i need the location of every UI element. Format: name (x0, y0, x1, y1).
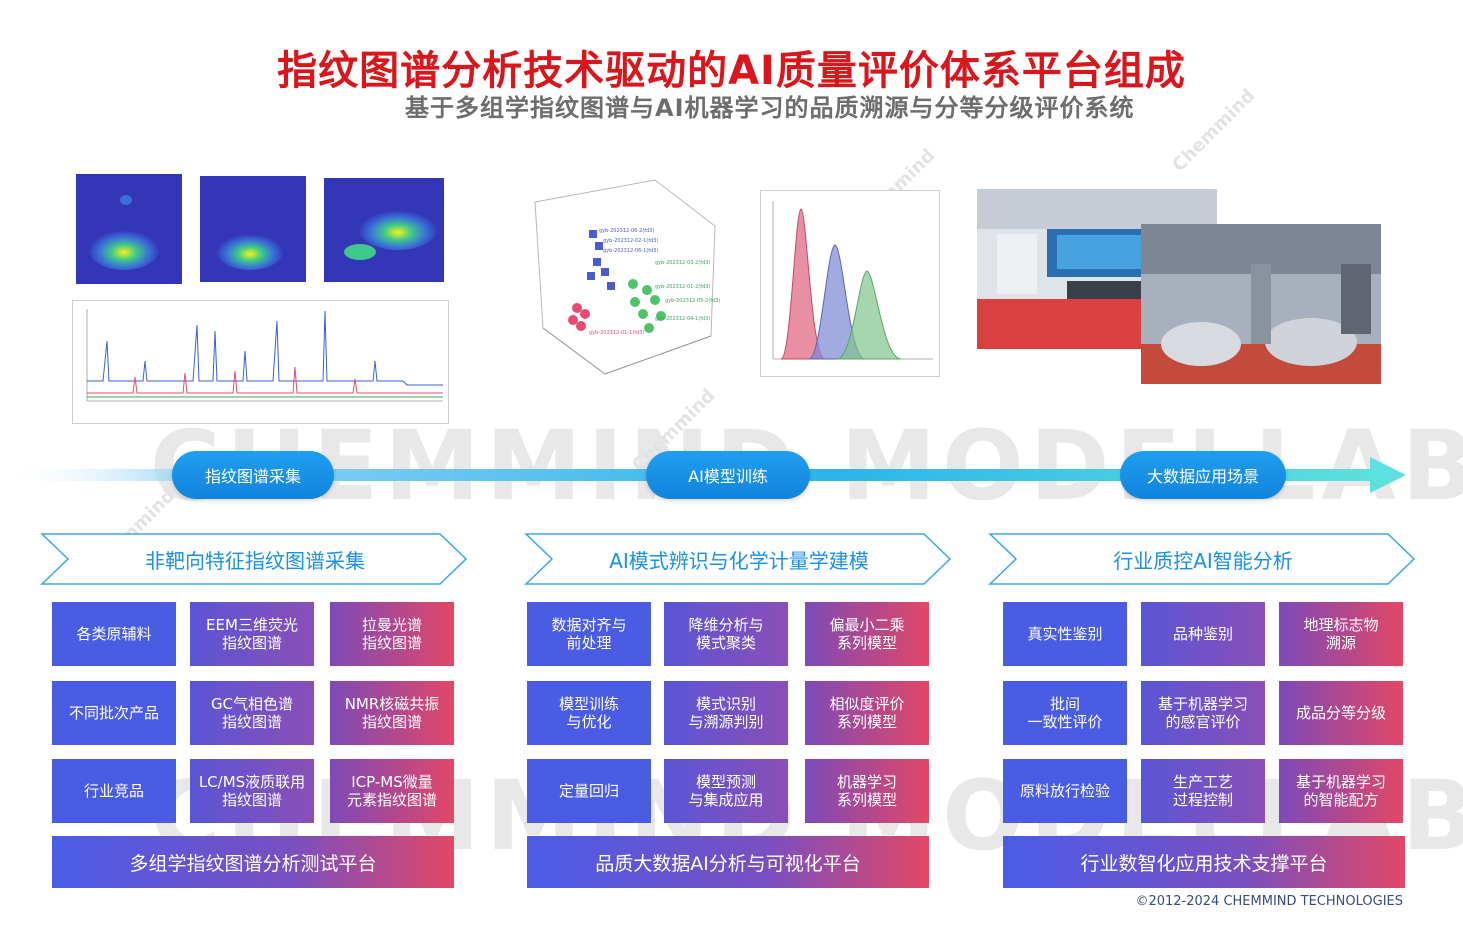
heatmap-3 (324, 178, 444, 282)
pca-label: gyb-202312-01-2(fd3) (655, 284, 710, 290)
card: 数据对齐与 前处理 (527, 602, 651, 666)
card: 定量回归 (527, 759, 651, 823)
card: 相似度评价 系列模型 (805, 681, 929, 745)
card: 各类原辅料 (52, 602, 176, 666)
timeline-stage-ai-training: AI模型训练 (646, 451, 810, 499)
chromatogram-image (72, 300, 449, 424)
column-heading-shape (40, 533, 468, 585)
column-heading-shape (524, 533, 952, 585)
platform-bar-1: 多组学指纹图谱分析测试平台 (52, 836, 454, 888)
card: ICP-MS微量 元素指纹图谱 (330, 759, 454, 823)
pca-label: gyb-202312-03-2(fd3) (655, 260, 710, 266)
pca-label: gyb-202312-06-1(fd3) (603, 248, 658, 254)
pca-scatter-image: gyb-202312-06-2(fd3) gyb-202312-02-1(fd3… (534, 179, 720, 375)
card: 真实性鉴别 (1003, 602, 1127, 666)
card: LC/MS液质联用 指纹图谱 (190, 759, 314, 823)
card: 模型训练 与优化 (527, 681, 651, 745)
card: 品种鉴别 (1141, 602, 1265, 666)
column-heading-3: 行业质控AI智能分析 (1113, 548, 1293, 573)
heatmap-1 (76, 174, 182, 284)
card: 原料放行检验 (1003, 759, 1127, 823)
card: 地理标志物 溯源 (1279, 602, 1403, 666)
card: 基于机器学习 的感官评价 (1141, 681, 1265, 745)
card: GC气相色谱 指纹图谱 (190, 681, 314, 745)
card: 不同批次产品 (52, 681, 176, 745)
column-heading-2: AI模式辨识与化学计量学建模 (609, 548, 869, 573)
card: 生产工艺 过程控制 (1141, 759, 1265, 823)
platform-bar-3: 行业数智化应用技术支撑平台 (1003, 836, 1405, 888)
pca-label: gyb-202312-05-2(fd3) (665, 298, 720, 304)
heatmap-2 (200, 176, 306, 282)
card: EEM三维荧光 指纹图谱 (190, 602, 314, 666)
platform-bar-2: 品质大数据AI分析与可视化平台 (527, 836, 929, 888)
card: 拉曼光谱 指纹图谱 (330, 602, 454, 666)
card: 批间 一致性评价 (1003, 681, 1127, 745)
card: 模型预测 与集成应用 (664, 759, 788, 823)
column-heading-shape (988, 533, 1416, 585)
pca-label: gyb-202312-04-1(fd3) (655, 316, 710, 322)
card: 基于机器学习 的智能配方 (1279, 759, 1403, 823)
card: 模式识别 与溯源判别 (664, 681, 788, 745)
card: 偏最小二乘 系列模型 (805, 602, 929, 666)
timeline-stage-big-data: 大数据应用场景 (1120, 451, 1286, 499)
pca-label: gyb-202312-06-2(fd3) (599, 228, 654, 234)
pca-label: gyb-202312-01-1(fd3) (589, 330, 644, 336)
production-line-photo (1141, 224, 1381, 384)
column-heading-1: 非靶向特征指纹图谱采集 (145, 548, 365, 573)
copyright: ©2012-2024 CHEMMIND TECHNOLOGIES (1135, 894, 1403, 909)
card: 机器学习 系列模型 (805, 759, 929, 823)
watermark-logo: Chemmind (1168, 85, 1260, 176)
card: NMR核磁共振 指纹图谱 (330, 681, 454, 745)
timeline-stage-fingerprint: 指纹图谱采集 (172, 451, 334, 499)
density-curves-image (760, 190, 940, 377)
eem-heatmaps-image (76, 174, 444, 284)
card: 行业竞品 (52, 759, 176, 823)
control-room-photo (977, 189, 1217, 349)
page-subtitle: 基于多组学指纹图谱与AI机器学习的品质溯源与分等分级评价系统 (405, 94, 1135, 122)
pca-label: gyb-202312-02-1(fd3) (603, 238, 658, 244)
card: 成品分等分级 (1279, 681, 1403, 745)
page-title: 指纹图谱分析技术驱动的AI质量评价体系平台组成 (277, 48, 1186, 94)
card: 降维分析与 模式聚类 (664, 602, 788, 666)
